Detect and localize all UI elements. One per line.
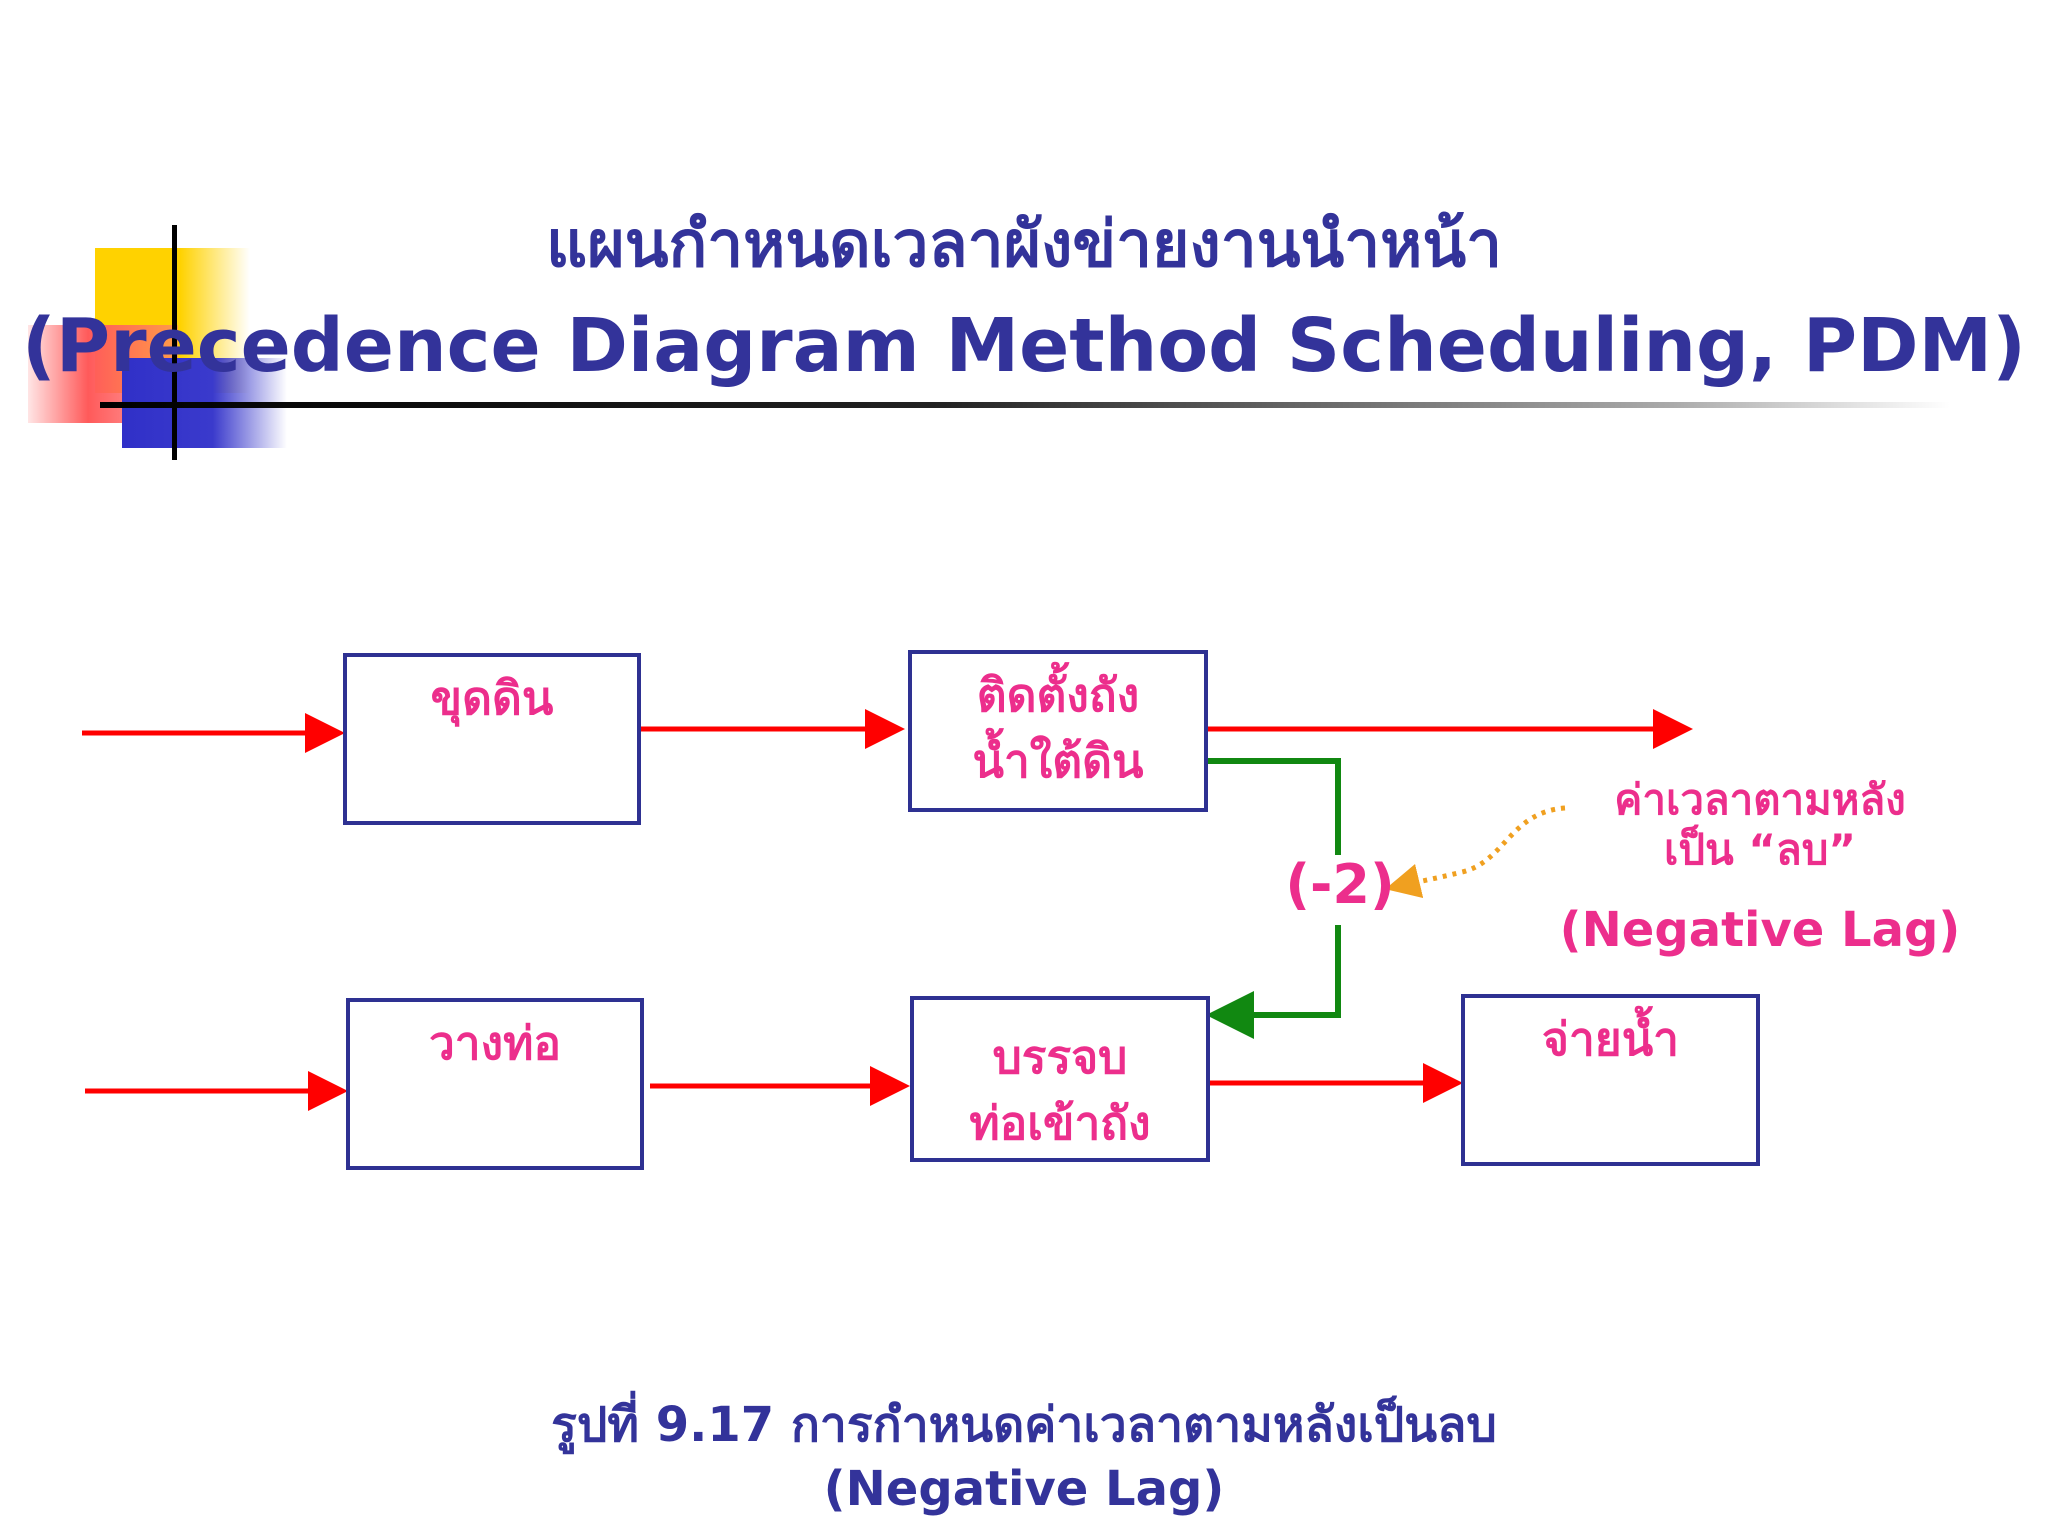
lag-note-line1: ค่าเวลาตามหลัง <box>1614 775 1906 824</box>
decor-horizontal-rule <box>100 402 1950 408</box>
lag-link-lower <box>1206 925 1341 1039</box>
activity-supply-water: จ่ายน้ำ <box>1461 994 1760 1166</box>
lag-note-line2: เป็น “ลบ” <box>1664 825 1856 874</box>
activity-supply-water-label: จ่ายน้ำ <box>1541 1012 1679 1066</box>
lag-value: (-2) <box>1285 853 1395 916</box>
lag-annotation-pointer <box>1385 805 1566 899</box>
activity-connect-pipe: บรรจบ ท่อเข้าถัง <box>910 996 1210 1162</box>
activity-lay-pipe-label: วางท่อ <box>428 1016 562 1070</box>
activity-connect-pipe-line1: บรรจบ <box>992 1030 1128 1084</box>
activity-install-tank-line1: ติดตั้งถัง <box>976 668 1140 722</box>
figure-caption-line2: (Negative Lag) <box>823 1461 1225 1517</box>
lag-link-upper <box>1205 758 1341 855</box>
activity-excavate: ขุดดิน <box>343 653 641 825</box>
activity-install-tank: ติดตั้งถัง น้ำใต้ดิน <box>908 650 1208 812</box>
activity-connect-pipe-line2: ท่อเข้าถัง <box>969 1096 1151 1150</box>
slide-title-thai: แผนกำหนดเวลาผังข่ายงานนำหน้า <box>545 208 1503 282</box>
activity-lay-pipe: วางท่อ <box>346 998 644 1170</box>
activity-excavate-label: ขุดดิน <box>430 671 554 725</box>
figure-caption-line1: รูปที่ 9.17 การกำหนดค่าเวลาตามหลังเป็นลบ <box>551 1397 1497 1453</box>
lag-note-english: (Negative Lag) <box>1559 902 1961 958</box>
activity-install-tank-line2: น้ำใต้ดิน <box>972 734 1144 788</box>
slide-title-english: (Precedence Diagram Method Scheduling, P… <box>22 303 2026 389</box>
decor-vertical-line <box>172 225 177 460</box>
